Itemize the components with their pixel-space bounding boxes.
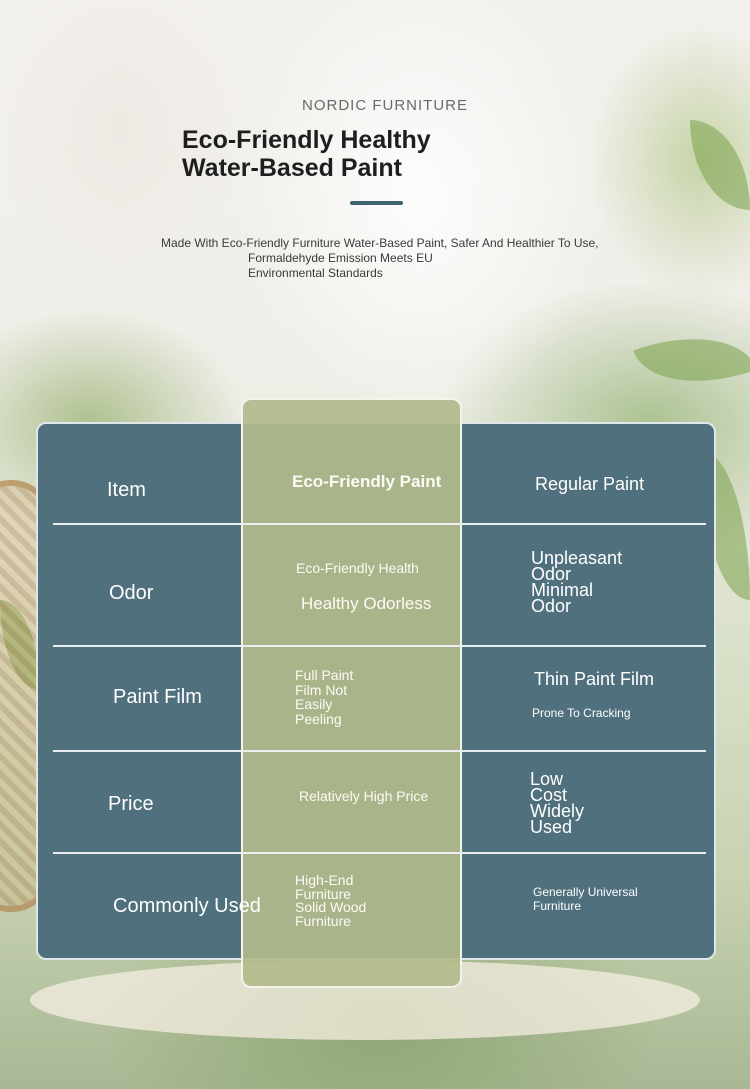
header-regular-paint: Regular Paint	[535, 474, 645, 494]
regular-price: Low Cost Widely Used	[530, 769, 585, 837]
description-line-2: Formaldehyde Emission Meets EU Environme…	[248, 251, 433, 280]
eco-price: Relatively High Price	[299, 788, 429, 804]
regular-commonly-used: Generally Universal Furniture	[533, 885, 638, 913]
row-divider	[53, 523, 706, 525]
row-divider	[53, 645, 706, 647]
description-line-1: Made With Eco-Friendly Furniture Water-B…	[161, 236, 599, 250]
row-label-price: Price	[108, 793, 154, 815]
eco-commonly-used: High-End Furniture Solid Wood Furniture	[295, 872, 367, 929]
eco-paint-column-highlight	[241, 398, 462, 988]
eco-paint-film: Full Paint Film Not Easily Peeling	[295, 667, 354, 727]
eco-odor-line-1: Eco-Friendly Health	[296, 560, 419, 576]
regular-paint-film-line-2: Prone To Cracking	[532, 706, 631, 720]
row-label-paint-film: Paint Film	[113, 686, 202, 708]
regular-odor: Unpleasant Odor Minimal Odor	[531, 548, 623, 616]
regular-paint-film-line-1: Thin Paint Film	[534, 669, 655, 689]
row-label-odor: Odor	[109, 582, 154, 604]
row-divider	[53, 852, 706, 854]
brand-subtitle: NORDIC FURNITURE	[302, 97, 468, 114]
page-title: Eco-Friendly Healthy Water-Based Paint	[182, 126, 431, 182]
header-eco-paint: Eco-Friendly Paint	[292, 472, 442, 491]
header-item: Item	[107, 479, 146, 501]
title-underline	[350, 201, 403, 205]
row-divider	[53, 750, 706, 752]
row-label-commonly-used: Commonly Used	[113, 895, 261, 917]
eco-odor-line-2: Healthy Odorless	[301, 594, 432, 613]
